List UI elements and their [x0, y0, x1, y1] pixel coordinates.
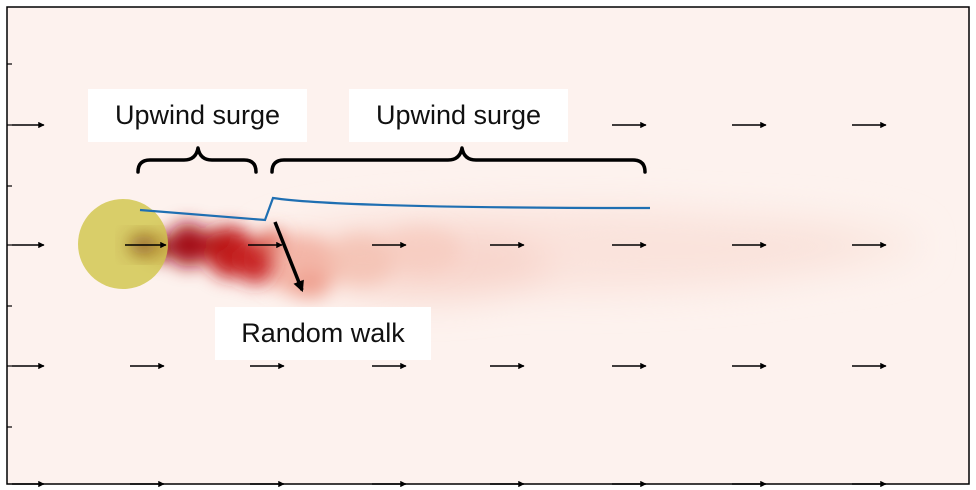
wind-arrows — [12, 121, 887, 488]
odor-source — [78, 199, 168, 289]
plume-mid — [260, 228, 460, 299]
label-random-walk: Random walk — [215, 307, 431, 360]
label-upwind-surge-2: Upwind surge — [349, 89, 568, 142]
brace-upwind-surge-2 — [270, 146, 647, 174]
label-upwind-surge-1: Upwind surge — [88, 89, 307, 142]
brace-upwind-surge-1 — [136, 146, 258, 174]
down-arrow-icon — [273, 221, 304, 293]
axis-ticks — [7, 63, 12, 428]
agent-trajectory — [139, 196, 651, 222]
plume-core — [146, 223, 284, 284]
